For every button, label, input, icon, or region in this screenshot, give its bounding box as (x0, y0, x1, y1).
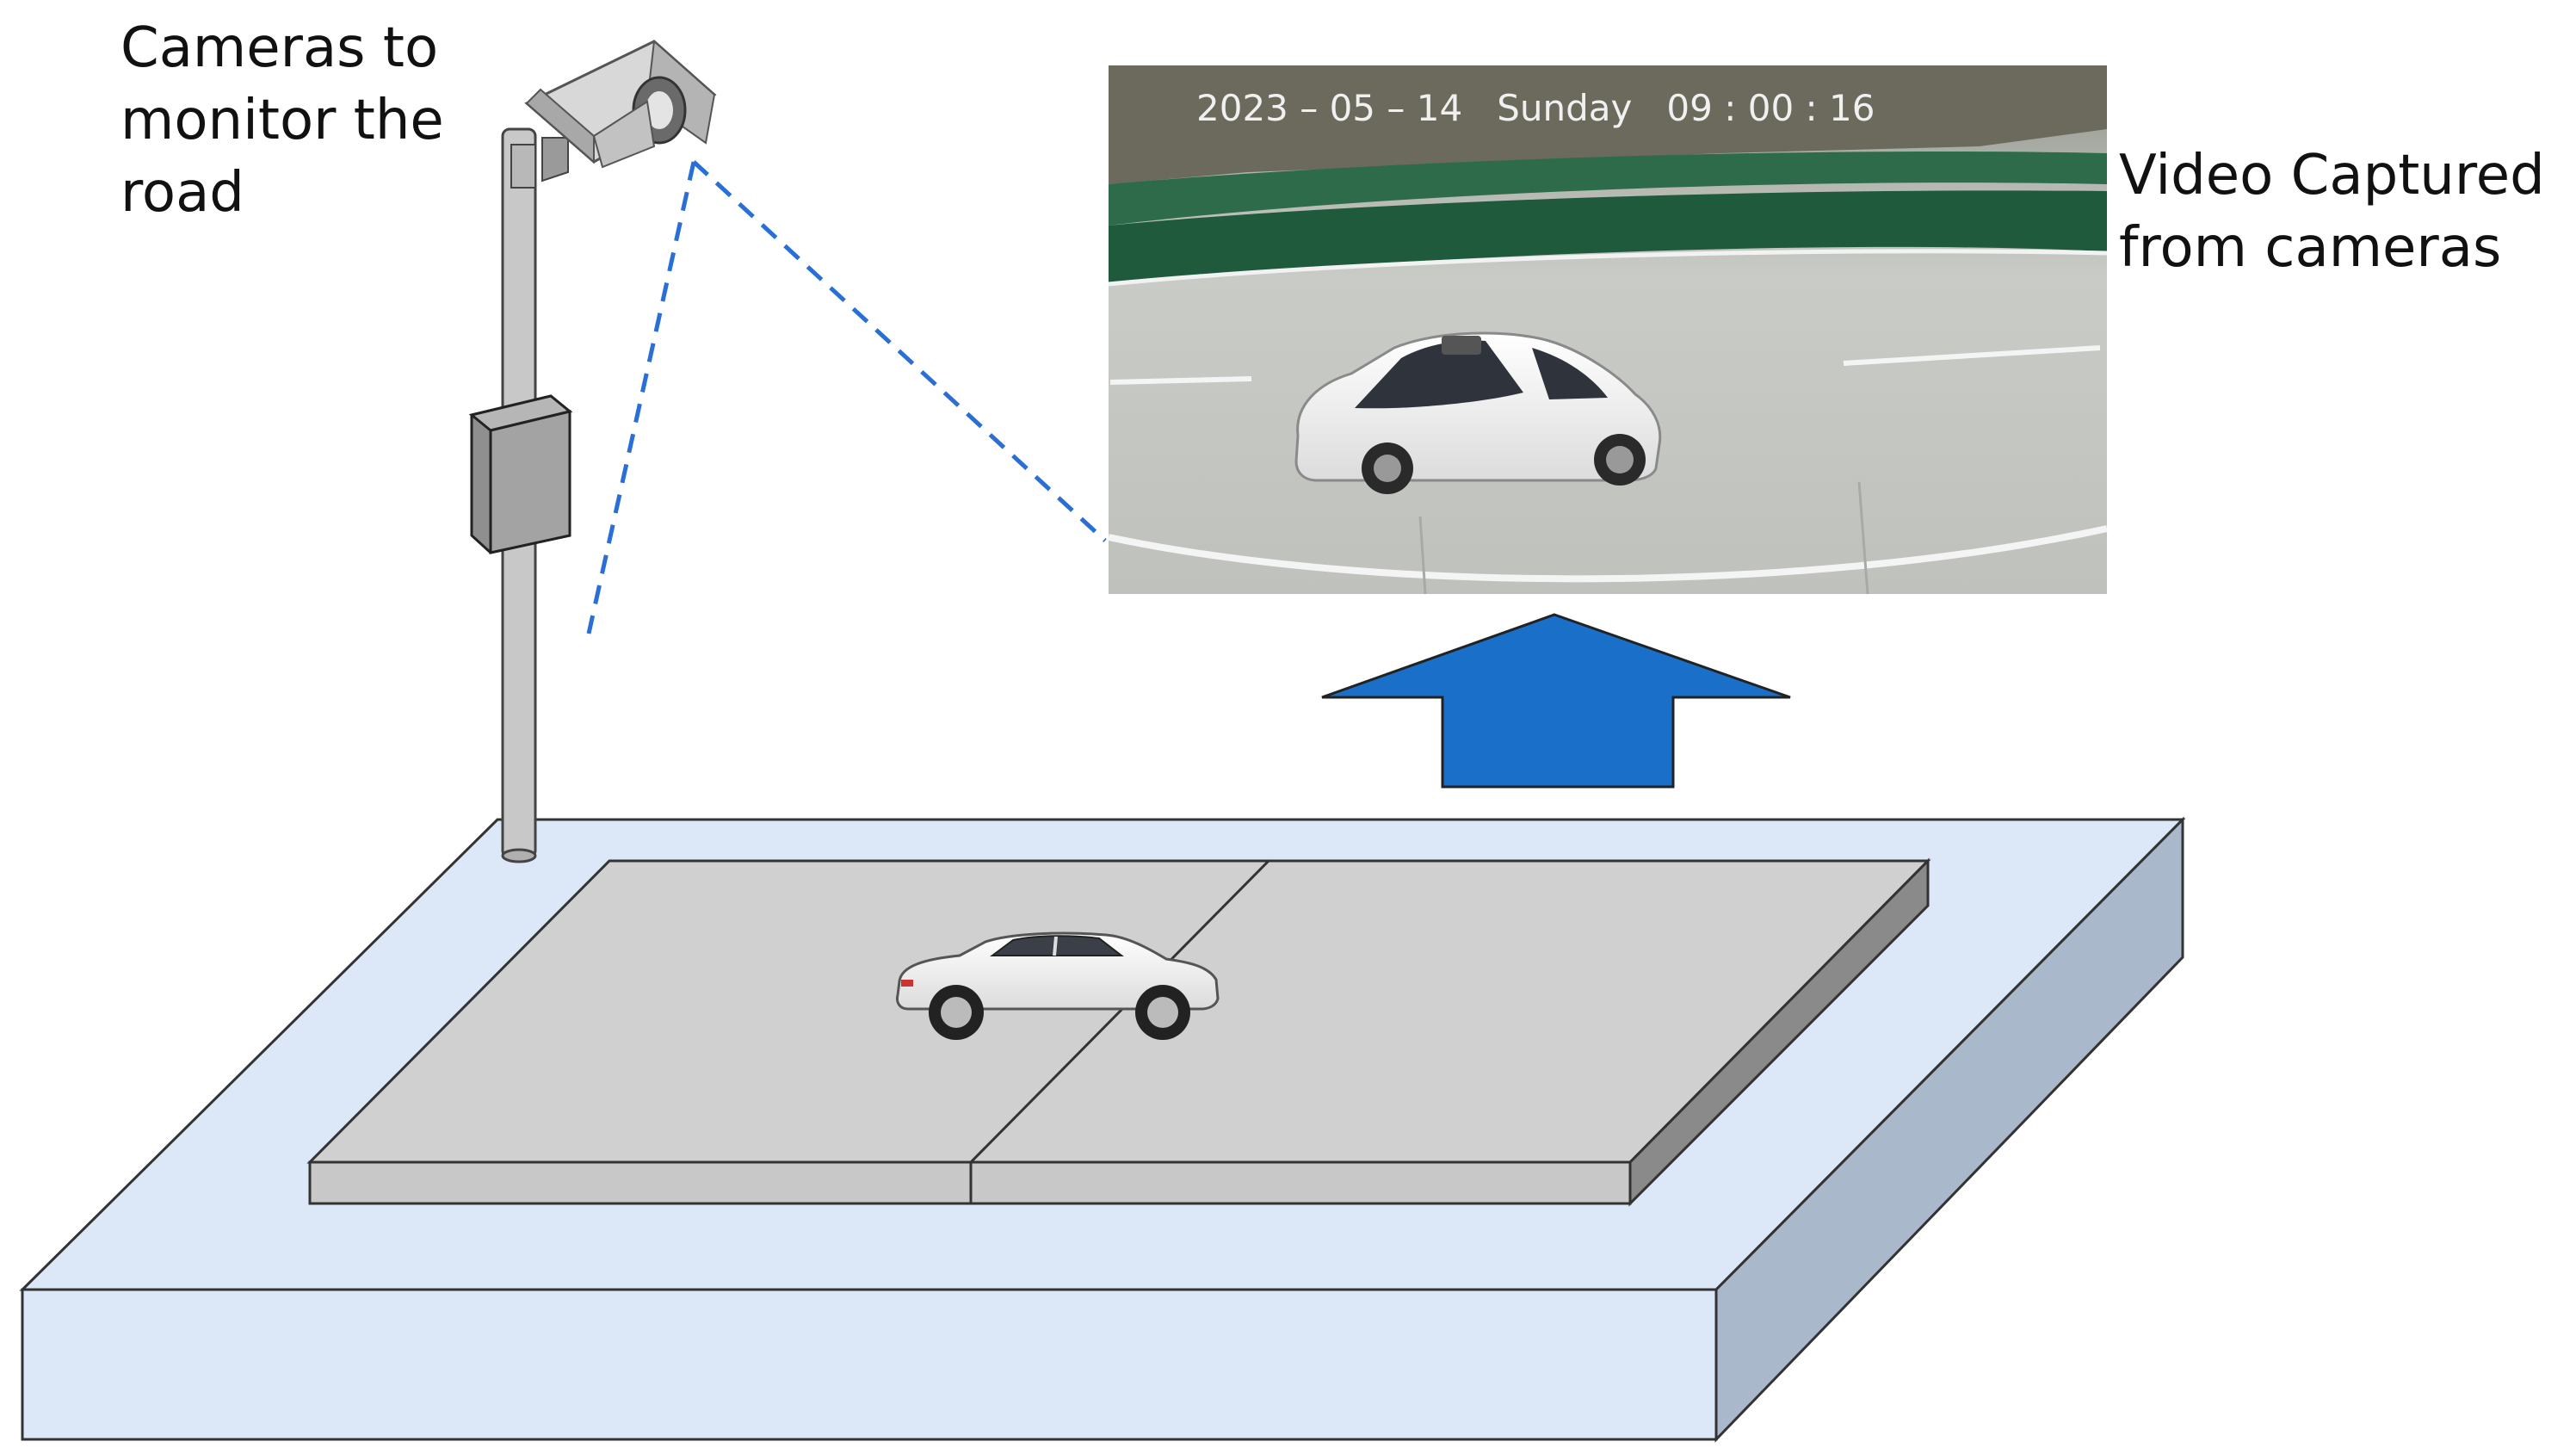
road-lane-divider (969, 859, 1270, 1164)
platform-front-face (21, 1288, 1718, 1441)
up-arrow-icon (1321, 613, 1791, 789)
road-slab (306, 857, 1931, 1207)
camera-label: Cameras to monitor the road (120, 12, 444, 229)
video-label-line: Video Captured (2119, 144, 2545, 207)
video-feed: 2023 – 05 – 14 Sunday 09 : 00 : 16 (1108, 65, 2108, 595)
camera-label-line: monitor the (120, 89, 444, 152)
video-timestamp: 2023 – 05 – 14 Sunday 09 : 00 : 16 (1196, 87, 1875, 129)
video-car (1294, 331, 1662, 494)
junction-box-icon (468, 394, 573, 554)
camera-label-line: Cameras to (120, 16, 439, 80)
video-label: Video Captured from cameras (2119, 139, 2545, 284)
security-camera-icon (510, 39, 717, 189)
video-label-line: from cameras (2119, 216, 2502, 280)
camera-view-lines (586, 160, 1107, 634)
camera-label-line: road (120, 161, 244, 225)
car-icon (896, 931, 1220, 1040)
